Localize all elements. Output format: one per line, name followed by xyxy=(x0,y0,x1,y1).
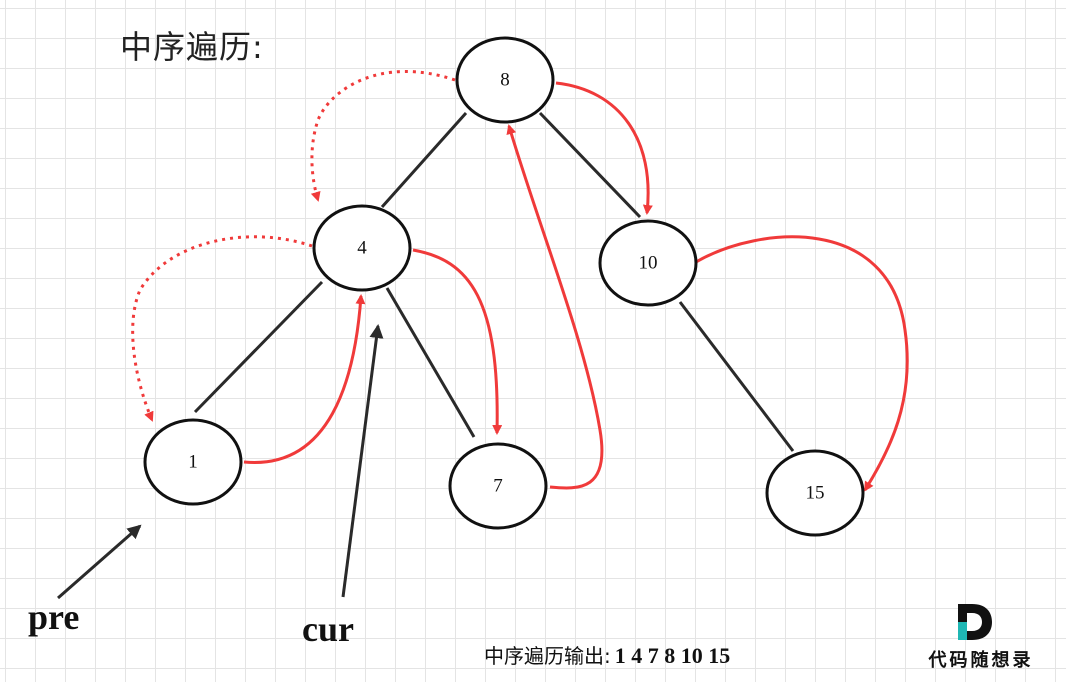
node-label: 8 xyxy=(500,70,510,91)
traversal-arrow-7-to-8 xyxy=(506,124,604,490)
edge-8-4 xyxy=(380,112,468,208)
diagram-title: 中序遍历: xyxy=(120,28,264,66)
traversal-arrow-8-to-10 xyxy=(555,81,653,215)
output-label: 中序遍历输出: xyxy=(484,644,611,668)
descent-arrow-4-to-1 xyxy=(131,235,313,422)
edge-4-1 xyxy=(193,280,324,414)
traversal-output: 中序遍历输出:1 4 7 8 10 15 xyxy=(484,640,730,669)
pre-pointer-arrow xyxy=(57,524,142,600)
traversal-arrow-10-to-15 xyxy=(695,235,909,492)
edge-10-15 xyxy=(678,301,795,452)
traversal-arrow-1-to-4 xyxy=(243,294,366,464)
cur-pointer-label: cur xyxy=(302,609,354,649)
brand-logo: 代码随想录 xyxy=(916,602,1046,672)
tree-node-4: 4 xyxy=(312,204,412,292)
logo-text: 代码随想录 xyxy=(928,650,1034,671)
tree-node-8: 8 xyxy=(455,36,555,124)
descent-arrow-8-to-4 xyxy=(310,70,456,202)
node-label: 10 xyxy=(639,253,658,274)
logo-d-icon xyxy=(958,604,992,640)
edge-8-10 xyxy=(538,111,642,219)
tree-node-10: 10 xyxy=(598,219,698,307)
tree-node-1: 1 xyxy=(143,418,243,506)
tree-node-7: 7 xyxy=(448,442,548,530)
pre-pointer-label: pre xyxy=(28,597,80,637)
edge-4-7 xyxy=(385,287,476,438)
node-label: 15 xyxy=(806,483,825,504)
traversal-arrow-4-to-7 xyxy=(412,248,503,435)
output-sequence: 1 4 7 8 10 15 xyxy=(614,643,731,668)
node-label: 1 xyxy=(188,452,198,473)
node-label: 7 xyxy=(493,476,503,497)
node-label: 4 xyxy=(357,238,367,259)
cur-pointer-arrow xyxy=(341,324,384,598)
tree-node-15: 15 xyxy=(765,449,865,537)
